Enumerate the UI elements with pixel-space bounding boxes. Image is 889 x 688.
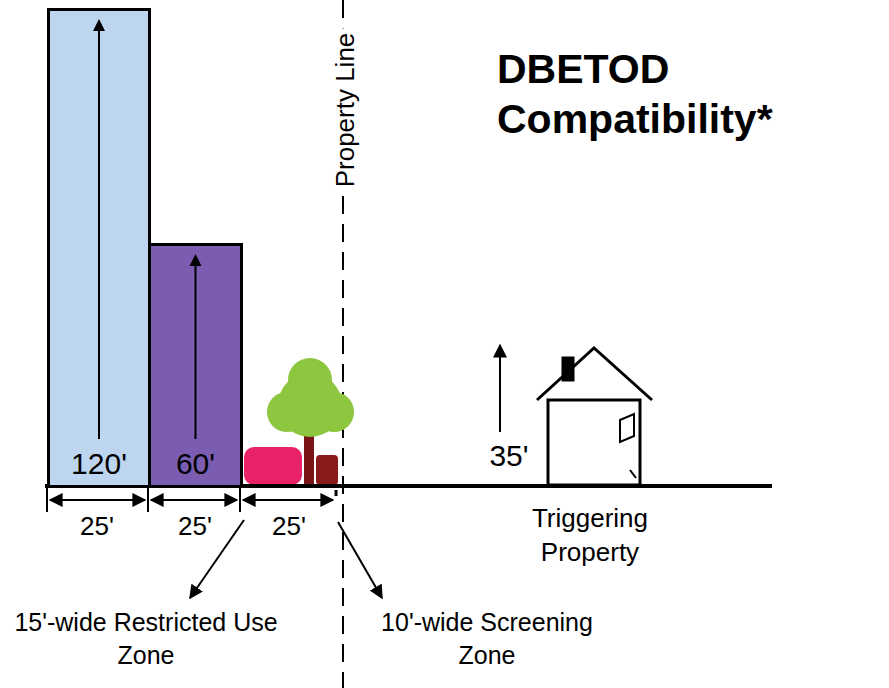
property-label: Triggering Property [500,502,680,570]
zone-label: 10'-wide Screening Zone [352,606,622,671]
dimension-label: 25' [254,510,324,544]
dimension-lines [47,488,336,512]
height-label: 35' [474,436,544,475]
dark-shrub [316,455,338,485]
leader-line [338,522,382,598]
property-line-label: Property Line [328,29,363,192]
tree-trunk [304,430,314,485]
dimension-label: 25' [160,510,230,544]
height-arrow [499,345,501,432]
step-building: 60' [148,243,243,488]
tree-canopy [267,358,354,437]
height-label: 60' [151,447,240,481]
tall-building: 120' [47,8,151,488]
zone-label: 15'-wide Restricted Use Zone [5,606,287,671]
height-arrow [50,11,148,485]
title: DBETOD Compatibility* [497,44,882,144]
dimension-label: 25' [62,510,132,544]
house [537,348,652,485]
height-label: 120' [50,447,148,481]
shrub [244,447,302,485]
